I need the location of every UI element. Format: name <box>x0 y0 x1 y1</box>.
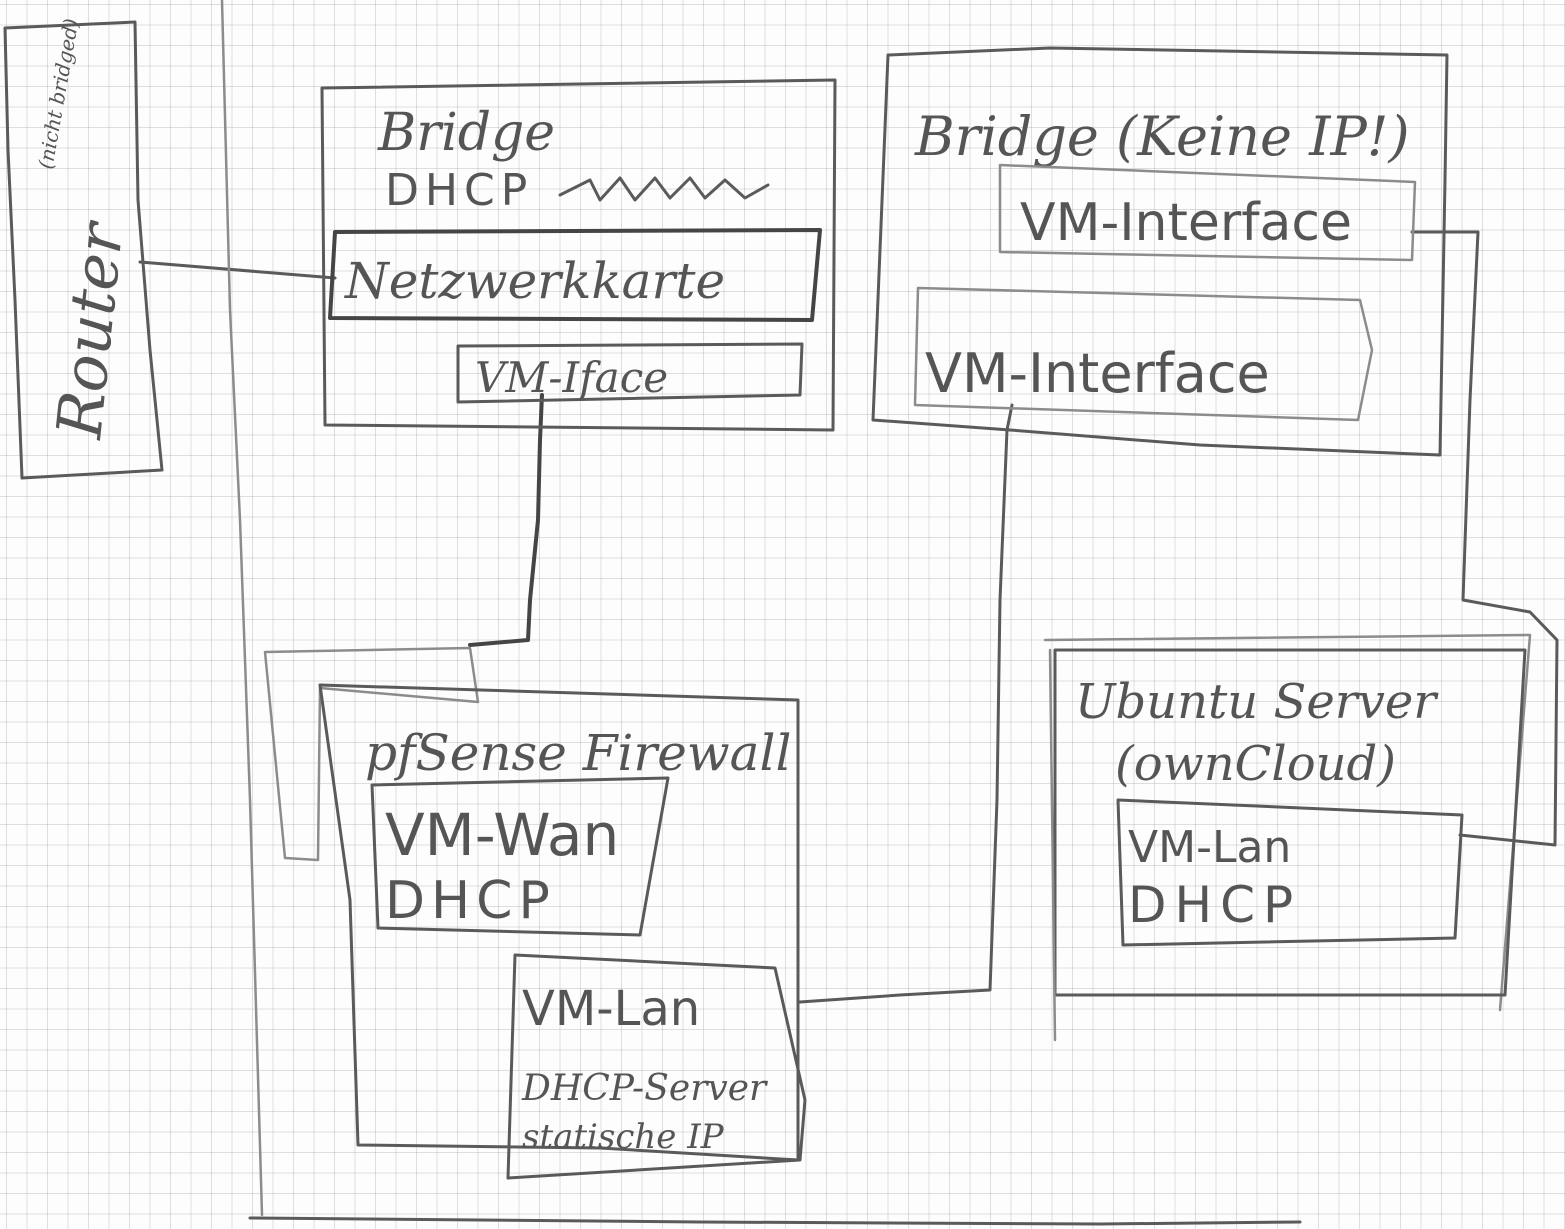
ubuntu-box: Ubuntu Server (ownCloud) VM-Lan DHCP <box>1043 633 1532 1042</box>
ubuntu-title-2: (ownCloud) <box>1115 736 1396 792</box>
ubuntu-left-edge <box>1048 648 1057 1042</box>
line-vmiface-to-pfsense <box>468 393 544 647</box>
pfsense-box: pfSense Firewall VM-Wan DHCP VM-Lan DHCP… <box>263 646 807 1180</box>
router-note: (nicht bridged) <box>33 17 83 171</box>
vm-iface-box <box>456 342 804 404</box>
pfsense-title: pfSense Firewall <box>365 724 791 782</box>
bridge-dhcp-box: Bridge DHCP Netzwerkkarte VM-Iface <box>320 78 837 432</box>
vm-lan-mode-2: statische IP <box>522 1117 725 1157</box>
bridge-noip-box: Bridge (Keine IP!) VM-Interface VM-Inter… <box>871 46 1449 457</box>
bridge-dhcp-outline <box>320 78 837 432</box>
router-box: Router (nicht bridged) <box>3 17 164 480</box>
host-bottom-border <box>248 1216 1302 1226</box>
vm-lan-box <box>506 953 807 1180</box>
vm-wan-box <box>370 776 670 937</box>
bridge-noip-outline <box>871 46 1449 457</box>
bridge-dhcp-subtitle: DHCP <box>385 165 533 216</box>
connections <box>138 0 1559 1226</box>
vm-iface-label: VM-Iface <box>475 353 668 402</box>
pfsense-outline <box>318 683 800 1162</box>
ubuntu-outline <box>1053 648 1527 997</box>
bridge-noip-title: Bridge (Keine IP!) <box>914 105 1410 168</box>
network-card-label: Netzwerkkarte <box>344 252 725 310</box>
line-pfsense-lan-to-bridge <box>798 403 1014 1004</box>
vm-interface-1-box <box>998 163 1417 262</box>
router-label: Router <box>42 217 138 443</box>
router-box-outline <box>3 20 164 480</box>
network-card-box <box>328 228 822 322</box>
ubuntu-vm-lan-mode: DHCP <box>1128 876 1301 934</box>
vm-wan-label: VM-Wan <box>385 801 619 869</box>
ubuntu-title-1: Ubuntu Server <box>1075 674 1439 730</box>
bridge-dhcp-title: Bridge <box>377 103 555 163</box>
vm-interface-2-label: VM-Interface <box>925 342 1270 405</box>
dhcp-scribble <box>558 176 770 202</box>
vm-interface-1-label: VM-Interface <box>1020 193 1352 253</box>
vm-wan-mode: DHCP <box>385 871 556 931</box>
ubuntu-vm-lan-box <box>1116 798 1464 947</box>
vm-interface-2-box <box>913 286 1374 422</box>
ubuntu-vm-lan-label: VM-Lan <box>1128 822 1291 873</box>
vm-lan-mode-1: DHCP-Server <box>521 1068 768 1109</box>
host-left-border <box>220 0 264 1217</box>
line-bridge-to-ubuntu <box>1410 230 1559 847</box>
vm-lan-label: VM-Lan <box>522 981 700 1037</box>
line-router-to-nic <box>138 260 337 280</box>
